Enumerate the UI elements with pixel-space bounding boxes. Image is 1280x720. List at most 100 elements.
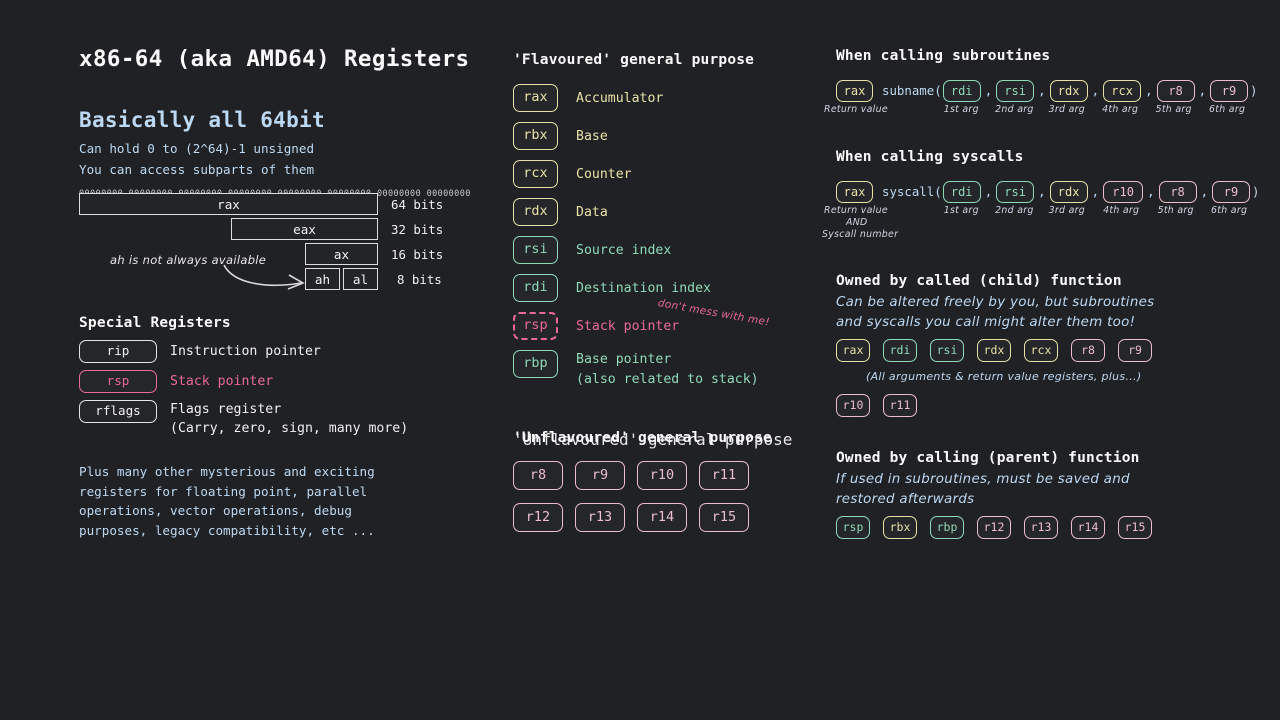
- special-register-desc: Flags register: [170, 402, 282, 417]
- arg-label: 6th arg: [1209, 104, 1246, 115]
- register-chip-r11[interactable]: r11: [883, 394, 917, 417]
- register-chip-r14[interactable]: r14: [1071, 516, 1105, 539]
- register-chip-rbp[interactable]: rbp: [513, 350, 558, 378]
- register-chip-r8[interactable]: r8: [1156, 80, 1195, 102]
- arg-label: 5th arg: [1157, 205, 1194, 216]
- special-register-row: rsp Stack pointer: [79, 370, 479, 393]
- register-chip-r10[interactable]: r10: [836, 394, 870, 417]
- comma-separator: ,: [1198, 82, 1207, 98]
- register-chip-rcx[interactable]: rcx: [1024, 339, 1058, 362]
- register-chip-r9[interactable]: r9: [1210, 80, 1249, 102]
- return-value-label: Return value: [824, 104, 888, 115]
- register-chip-r13[interactable]: r13: [1024, 516, 1058, 539]
- register-chip-r12[interactable]: r12: [977, 516, 1011, 539]
- register-desc: Base pointer: [576, 352, 672, 367]
- parent-function-heading: Owned by calling (parent) function: [836, 450, 1140, 466]
- syscall-number-label: Syscall number: [822, 229, 899, 240]
- register-chip-r8[interactable]: r8: [1158, 181, 1197, 203]
- register-chip-rdi[interactable]: rdi: [942, 80, 981, 102]
- register-chip-rbx[interactable]: rbx: [883, 516, 917, 539]
- register-chip-r9[interactable]: r9: [1118, 339, 1152, 362]
- register-chip-rflags[interactable]: rflags: [79, 400, 157, 423]
- parent-function-desc: If used in subroutines, must be saved an…: [836, 472, 1130, 508]
- register-chip-rbp[interactable]: rbp: [930, 516, 964, 539]
- register-row: rdx Data: [513, 198, 803, 226]
- register-box-ah: ah: [305, 268, 340, 290]
- register-chip-rcx[interactable]: rcx: [513, 160, 558, 188]
- comma-separator: ,: [984, 82, 993, 98]
- register-desc: Source index: [576, 242, 672, 258]
- arg-label: 4th arg: [1103, 205, 1140, 216]
- register-row: rax Accumulator: [513, 84, 803, 112]
- register-chip-r15[interactable]: r15: [1118, 516, 1152, 539]
- register-box-rax: rax: [79, 193, 378, 215]
- register-chip-rdx[interactable]: rdx: [513, 198, 558, 226]
- register-chip-r8[interactable]: r8: [513, 461, 563, 490]
- unflavoured-heading: 'Unflavoured' general purpose: [513, 430, 793, 449]
- arg-label: 6th arg: [1211, 205, 1248, 216]
- register-chip-rdi[interactable]: rdi: [513, 274, 558, 302]
- register-size-label: 32 bits: [391, 222, 444, 237]
- call-text: syscall(: [882, 183, 942, 199]
- register-size-diagram: rax 64 bits eax 32 bits ax 16 bits ah al…: [79, 193, 479, 293]
- special-register-desc2: (Carry, zero, sign, many more): [170, 421, 409, 437]
- register-chip-rax[interactable]: rax: [836, 339, 870, 362]
- register-chip-rsp[interactable]: rsp: [79, 370, 157, 393]
- register-chip-rax[interactable]: rax: [836, 80, 873, 102]
- register-chip-rsp[interactable]: rsp: [836, 516, 870, 539]
- unflavoured-register-grid: r8 r9 r10 r11 r12 r13 r14 r15: [513, 461, 749, 532]
- arg-label: 2nd arg: [995, 104, 1034, 115]
- register-chip-r8[interactable]: r8: [1071, 339, 1105, 362]
- register-chip-r14[interactable]: r14: [637, 503, 687, 532]
- subroutines-heading: When calling subroutines: [836, 48, 1051, 64]
- register-chip-r10[interactable]: r10: [1103, 181, 1144, 203]
- subroutines-signature: rax Return value subname( rdi 1st arg , …: [824, 80, 1258, 115]
- register-chip-rsi[interactable]: rsi: [996, 181, 1035, 203]
- register-chip-r9[interactable]: r9: [1212, 181, 1251, 203]
- register-chip-rcx[interactable]: rcx: [1103, 80, 1142, 102]
- register-chip-r12[interactable]: r12: [513, 503, 563, 532]
- register-chip-rsi[interactable]: rsi: [930, 339, 964, 362]
- register-size-label: 16 bits: [391, 247, 444, 262]
- register-chip-rbx[interactable]: rbx: [513, 122, 558, 150]
- register-desc: Accumulator: [576, 90, 664, 106]
- register-chip-rip[interactable]: rip: [79, 340, 157, 363]
- arg-label: 3rd arg: [1048, 104, 1086, 115]
- register-chip-rax[interactable]: rax: [513, 84, 558, 112]
- register-row: rsp Stack pointer don't mess with me!: [513, 297, 803, 340]
- arg-label: 3rd arg: [1048, 205, 1086, 216]
- register-chip-rsp[interactable]: rsp: [513, 312, 558, 340]
- register-chip-r15[interactable]: r15: [699, 503, 749, 532]
- left-line2: You can access subparts of them: [79, 162, 315, 178]
- register-size-label: 8 bits: [397, 272, 442, 287]
- register-chip-rsi[interactable]: rsi: [996, 80, 1035, 102]
- register-chip-r11[interactable]: r11: [699, 461, 749, 490]
- comma-separator: ,: [1038, 82, 1046, 98]
- register-desc: Destination index: [576, 280, 711, 296]
- register-chip-rdi[interactable]: rdi: [942, 181, 981, 203]
- register-desc: Data: [576, 204, 608, 220]
- register-chip-rdx[interactable]: rdx: [977, 339, 1011, 362]
- register-chip-rdx[interactable]: rdx: [1049, 181, 1088, 203]
- register-box-label: rax: [217, 196, 240, 212]
- comma-separator: ,: [1091, 183, 1100, 199]
- call-text: subname(: [882, 82, 942, 98]
- middle-column: 'Flavoured' general purpose: [513, 52, 793, 68]
- register-row: rdi Destination index: [513, 274, 803, 302]
- register-chip-r10[interactable]: r10: [637, 461, 687, 490]
- register-chip-rdi[interactable]: rdi: [883, 339, 917, 362]
- comma-separator: ,: [1200, 183, 1209, 199]
- register-chip-rax[interactable]: rax: [836, 181, 873, 203]
- register-chip-rdx[interactable]: rdx: [1049, 80, 1088, 102]
- child-register-row-2: r10 r11: [836, 394, 917, 417]
- left-line1: Can hold 0 to (2^64)-1 unsigned: [79, 141, 315, 156]
- left-column: Basically all 64bit Can hold 0 to (2^64)…: [79, 108, 479, 199]
- register-desc2: (also related to stack): [576, 371, 759, 387]
- register-chip-rsi[interactable]: rsi: [513, 236, 558, 264]
- register-chip-r13[interactable]: r13: [575, 503, 625, 532]
- special-register-row: rip Instruction pointer: [79, 340, 479, 363]
- arg-label: 1st arg: [943, 104, 979, 115]
- register-chip-r9[interactable]: r9: [575, 461, 625, 490]
- curved-arrow-icon: [223, 264, 305, 290]
- register-desc: Stack pointer: [576, 318, 680, 334]
